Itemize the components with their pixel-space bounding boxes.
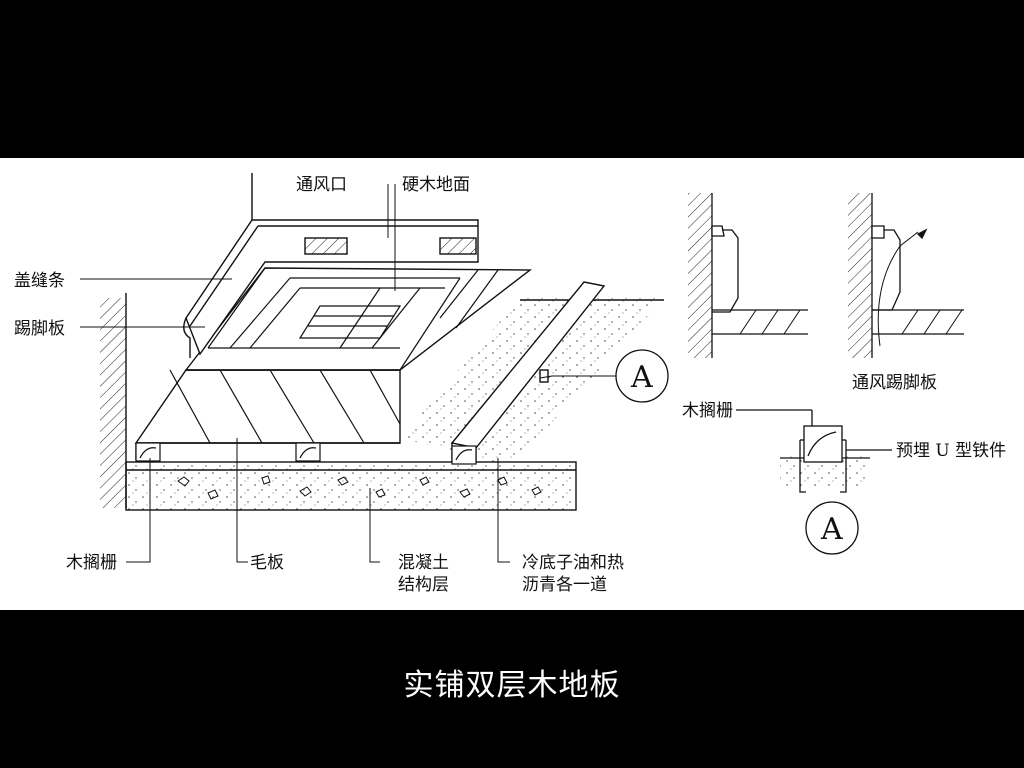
skirting-board	[185, 219, 479, 356]
label-subfloor: 毛板	[250, 553, 284, 573]
subfloor-boards	[169, 369, 401, 444]
vent-grille-2	[439, 237, 477, 255]
label-asphalt-1: 冷底子油和热	[522, 553, 624, 573]
label-skirting: 踢脚板	[14, 319, 65, 339]
label-vent: 通风口	[296, 175, 347, 195]
hardwood-boards	[207, 267, 499, 371]
leader-lines	[80, 184, 616, 563]
label-joist-detail: 木搁栅	[682, 401, 733, 421]
detail-a-joist	[736, 409, 892, 493]
label-cover-strip: 盖缝条	[14, 271, 65, 291]
label-joist: 木搁栅	[66, 553, 117, 573]
screed-side	[400, 298, 664, 462]
label-vent-skirting: 通风踢脚板	[852, 373, 937, 393]
main-isometric-view	[100, 173, 664, 511]
skirting-detail-left	[688, 193, 808, 358]
slide-caption: 实铺双层木地板	[403, 668, 621, 703]
detail-marker-label: A	[820, 512, 843, 547]
section-marker-circle	[615, 349, 669, 403]
joist-ends	[135, 442, 477, 465]
top-black-band	[0, 0, 1024, 158]
bottom-black-band	[0, 610, 1024, 768]
concrete-slab	[125, 461, 577, 511]
label-asphalt-2: 沥青各一道	[522, 575, 607, 595]
skirting-detail-right	[848, 193, 964, 358]
drawing-canvas: 通风口 硬木地面 盖缝条 踢脚板 A 通风踢脚板 木搁栅 预埋 U 型铁件 A …	[0, 158, 1024, 610]
label-embedded-u-iron: 预埋 U 型铁件	[896, 441, 1006, 461]
vent-grille-1	[304, 237, 348, 255]
construction-drawing: 通风口 硬木地面 盖缝条 踢脚板 A 通风踢脚板 木搁栅 预埋 U 型铁件 A …	[14, 173, 1006, 595]
wall-hatch	[100, 298, 126, 508]
skirting-profile	[183, 317, 191, 358]
u-iron-mark	[539, 369, 549, 383]
section-marker-label: A	[630, 360, 653, 395]
concrete-aggregate	[177, 475, 542, 500]
detail-marker-circle	[805, 501, 859, 555]
label-concrete-1: 混凝土	[398, 553, 449, 573]
label-concrete-2: 结构层	[398, 575, 449, 595]
label-hardwood-surface: 硬木地面	[402, 175, 470, 195]
